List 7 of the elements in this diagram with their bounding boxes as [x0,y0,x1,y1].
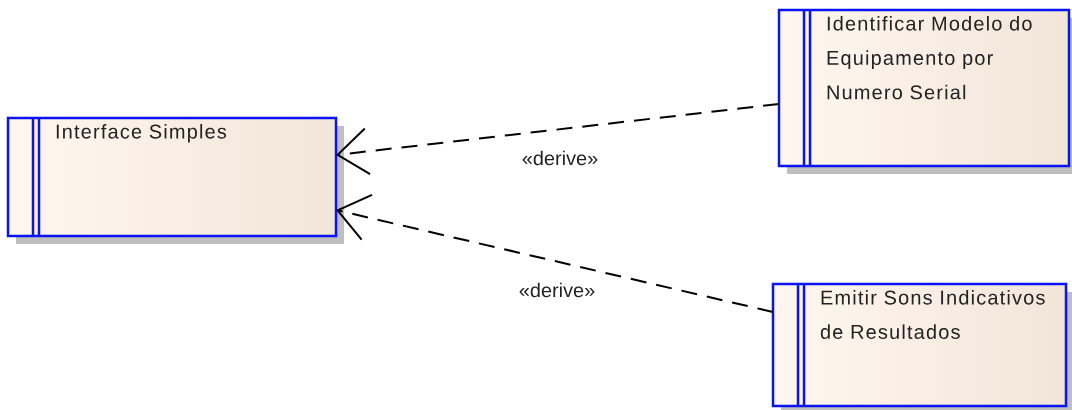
requirement-box: Identificar Modelo do Equipamento por Numero Serial [777,8,1072,174]
edge-label: «derive» [520,149,600,167]
edge-label: «derive» [517,281,597,299]
dependency-arrow [336,103,780,176]
requirement-box: Emitir Sons Indicativos de Resultados [771,282,1072,410]
dependency-arrow [336,193,774,313]
requirement-box: Interface Simples [6,116,344,244]
